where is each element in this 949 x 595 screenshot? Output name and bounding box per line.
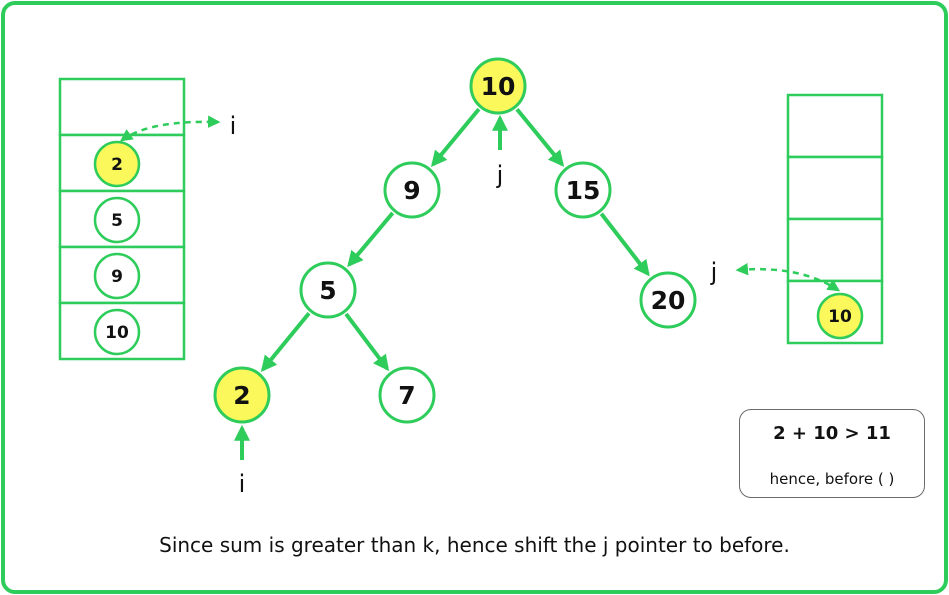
right-stack-cell-2 [786,217,884,283]
left-stack-cell-circle [93,196,141,244]
right-stack-cell-box [786,155,884,221]
right-stack-cell-box [786,217,884,283]
tree-node-circle [383,161,441,219]
tree-node-label: 5 [319,276,336,305]
right-stack-cell-0 [786,93,884,159]
right-stack-cell-1 [786,155,884,221]
tree-node-label: 15 [566,176,601,205]
right-stack-pointer-arrow [735,262,841,292]
tree-edge-10-9 [430,107,481,168]
left-stack-cell-label: 9 [111,267,123,287]
info-note: hence, before ( ) [769,470,895,488]
tree-node-label: 7 [398,381,415,410]
tree-nodes: 10 9 15 5 20 2 7 [213,57,697,424]
right-stack-cell-box [786,93,884,159]
tree-node-2: 2 [213,366,271,424]
tree-edge-9-5 [347,211,395,268]
tree-node-15: 15 [554,161,612,219]
info-expression: 2 + 10 > 11 [773,423,891,444]
pointer-j-label: j [496,161,504,189]
tree-node-circle [469,57,527,115]
left-stack-cell-circle [93,140,141,188]
left-stack-cell-4: 10 [58,301,186,361]
right-stack-cell-label: 10 [828,307,852,327]
tree-node-20: 20 [639,271,697,329]
info-box: 2 + 10 > 11 hence, before ( ) [739,409,925,498]
right-stack-pointer-label: j [710,258,718,286]
tree-edge-5-7 [344,312,390,372]
left-stack-cell-label: 10 [105,323,129,343]
tree-edge-15-20 [599,212,650,277]
left-stack-cell-2: 5 [58,189,186,249]
left-stack-cell-label: 5 [111,211,123,231]
left-stack-cell-0 [58,77,186,137]
tree-node-label: 9 [403,176,420,205]
tree-node-circle [639,271,697,329]
tree-node-7: 7 [378,366,436,424]
left-stack-cell-box [58,77,186,137]
tree-node-label: 2 [233,381,250,410]
left-stack-pointer-label: i [230,112,237,140]
tree-node-circle [213,366,271,424]
tree-node-label: 20 [651,286,686,315]
left-stack-cell-circle [93,308,141,356]
tree-node-circle [299,261,357,319]
tree-edges [260,107,650,372]
right-stack-cell-3: 10 [786,279,884,345]
left-stack-cell-label: 2 [111,155,123,175]
right-stack-cell-circle [816,292,864,340]
caption: Since sum is greater than k, hence shift… [159,533,790,557]
tree-edge-5-2 [260,311,311,372]
tree-node-10: 10 [469,57,527,115]
tree-node-circle [378,366,436,424]
left-stack: 2 5 9 10 [58,77,186,361]
left-stack-cell-circle [93,252,141,300]
tree-node-label: 10 [481,72,516,101]
left-stack-cell-3: 9 [58,245,186,305]
pointer-i-label: i [239,470,246,498]
left-stack-cell-1: 2 [58,133,186,193]
tree-node-9: 9 [383,161,441,219]
tree-edge-10-15 [515,107,565,167]
right-stack: 10 [786,93,884,345]
tree-node-circle [554,161,612,219]
tree-node-5: 5 [299,261,357,319]
